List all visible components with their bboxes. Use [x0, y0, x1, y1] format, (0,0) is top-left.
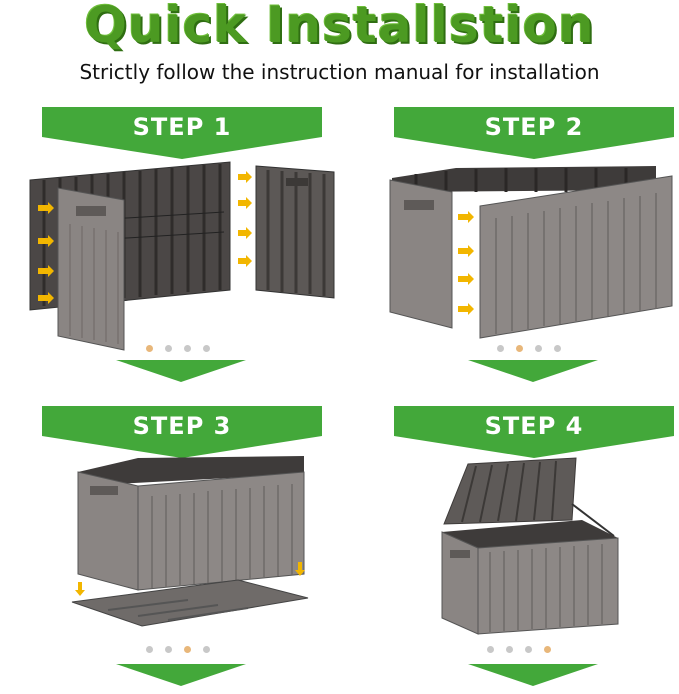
indicator-dot	[146, 345, 153, 352]
step-3-label: STEP 3	[132, 412, 232, 440]
step-4-illustration	[432, 454, 632, 644]
indicator-dot	[506, 646, 513, 653]
step-banner-shape	[394, 406, 674, 458]
step-1-label: STEP 1	[132, 113, 232, 141]
step-3-illustration	[68, 450, 318, 644]
indicator-dot	[516, 345, 523, 352]
page-title: Quick Installstion	[84, 0, 595, 54]
indicator-dot	[203, 646, 210, 653]
down-arrow-icon	[468, 664, 598, 686]
step-1-dots	[146, 345, 210, 352]
step-4-banner: STEP 4	[394, 406, 674, 458]
down-arrow-icon	[116, 360, 246, 382]
indicator-dot	[535, 345, 542, 352]
step-4-label: STEP 4	[484, 412, 584, 440]
indicator-dot	[487, 646, 494, 653]
step-1-banner: STEP 1	[42, 107, 322, 159]
box-finished-image	[441, 457, 619, 635]
step-4-dots	[487, 646, 551, 653]
step-1-illustration	[24, 160, 344, 360]
step-2-dots	[497, 345, 561, 352]
indicator-dot	[554, 345, 561, 352]
indicator-dot	[544, 646, 551, 653]
indicator-dot	[184, 646, 191, 653]
indicator-dot	[146, 646, 153, 653]
box-panels-image	[29, 161, 335, 351]
indicator-dot	[184, 345, 191, 352]
step-3-banner: STEP 3	[42, 406, 322, 458]
step-2-banner: STEP 2	[394, 107, 674, 159]
indicator-dot	[165, 646, 172, 653]
indicator-dot	[497, 345, 504, 352]
step-banner-shape	[42, 107, 322, 159]
step-2-illustration	[386, 158, 678, 348]
step-2-label: STEP 2	[484, 113, 584, 141]
indicator-dot	[203, 345, 210, 352]
indicator-dot	[165, 345, 172, 352]
down-arrow-icon	[468, 360, 598, 382]
indicator-dot	[525, 646, 532, 653]
page-subtitle: Strictly follow the instruction manual f…	[79, 60, 600, 84]
step-3-dots	[146, 646, 210, 653]
step-banner-shape	[394, 107, 674, 159]
box-assembled-image	[71, 456, 309, 627]
down-arrow-icon	[116, 664, 246, 686]
step-banner-shape	[42, 406, 322, 458]
box-panels-image	[389, 166, 673, 339]
